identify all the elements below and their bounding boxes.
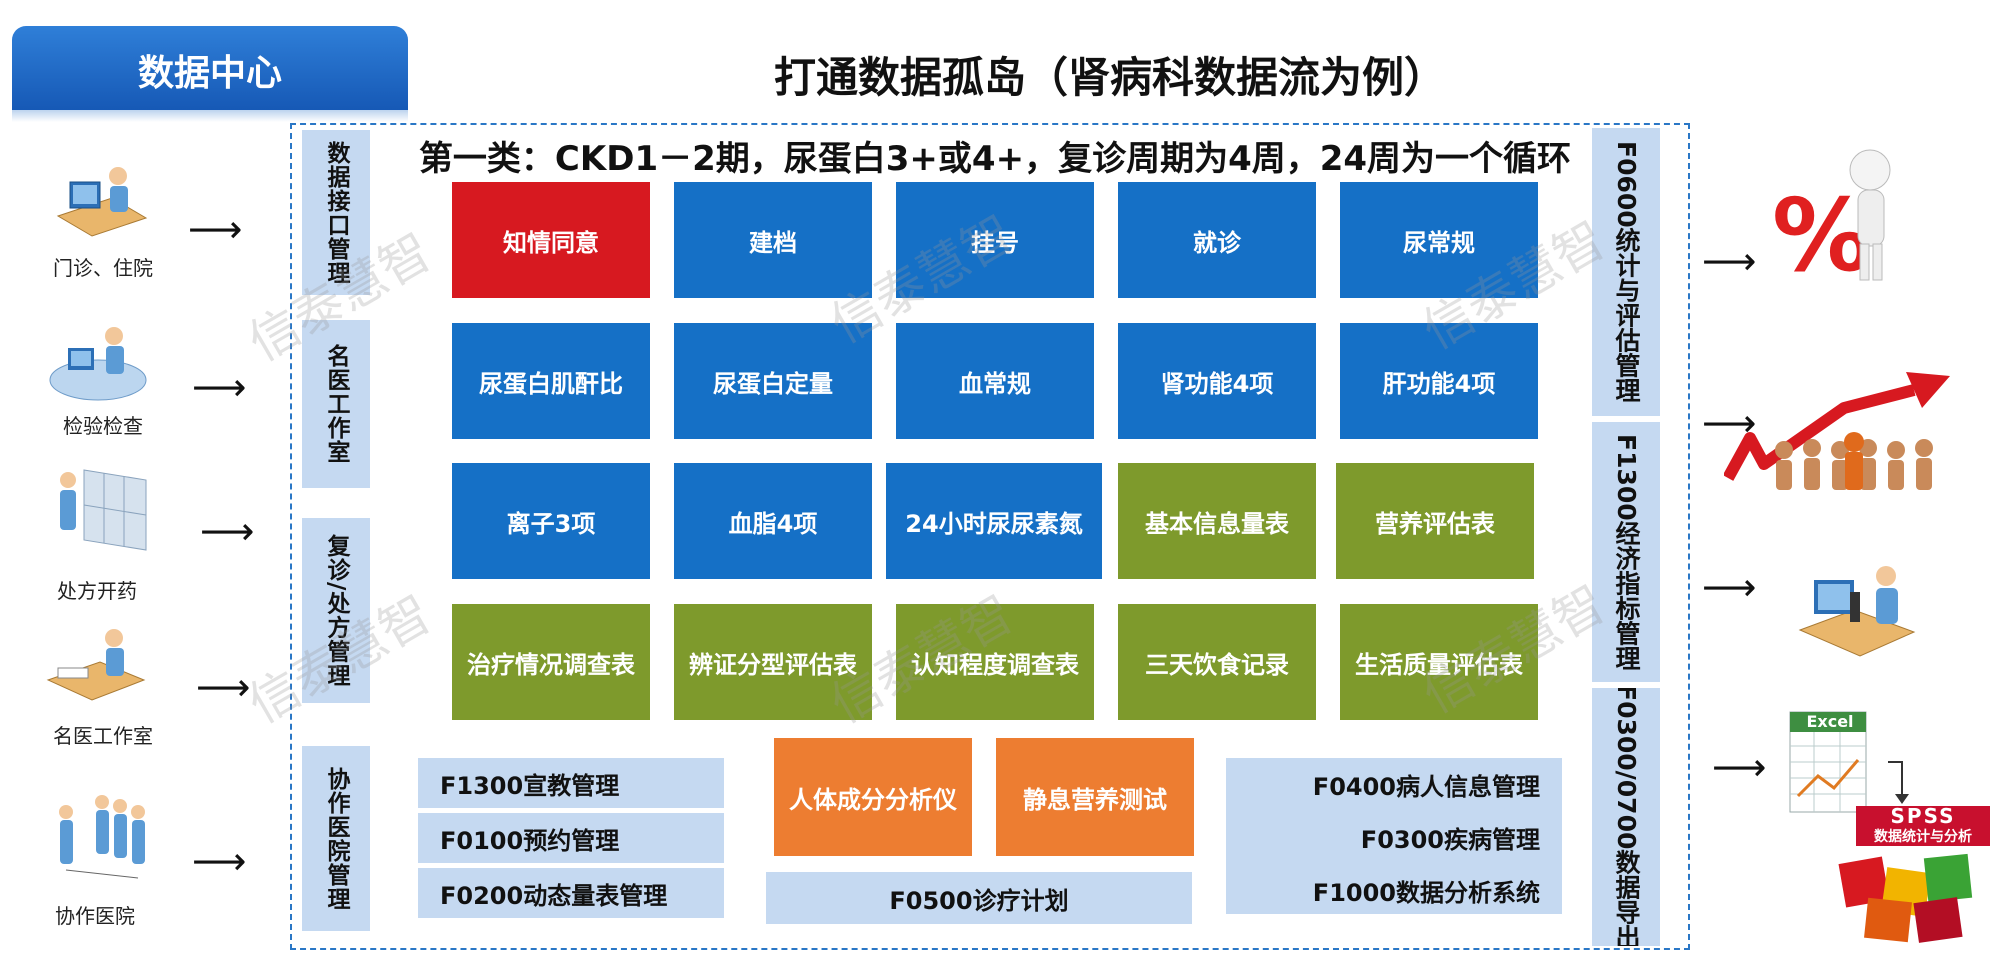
source-label-partner-hospital: 协作医院	[55, 904, 135, 928]
growth-arrow-icon	[1722, 368, 1954, 498]
cell-blood-lipids[interactable]: 血脂4项	[674, 463, 872, 579]
source-label-lab: 检验检查	[63, 414, 143, 438]
excel-icon	[1784, 706, 1876, 818]
percent-figure-icon: %	[1766, 140, 1916, 294]
category-subtitle: 第一类：CKD1－2期，尿蛋白3+或4+，复诊周期为4周，24周为一个循环	[418, 138, 1572, 179]
arrow-right-icon: ⟶	[188, 207, 243, 251]
device-resting-nutrition[interactable]: 静息营养测试	[996, 738, 1194, 856]
cell-urine-protein-creatinine[interactable]: 尿蛋白肌酐比	[452, 323, 650, 439]
module-appointment[interactable]: F0100预约管理	[418, 813, 724, 863]
cell-informed-consent[interactable]: 知情同意	[452, 182, 650, 298]
cell-liver-function[interactable]: 肝功能4项	[1340, 323, 1538, 439]
arrow-right-icon: ⟶	[1702, 565, 1757, 609]
page-title: 打通数据孤岛（肾病科数据流为例）	[773, 52, 1446, 102]
arrow-right-icon: ⟶	[192, 365, 247, 409]
cell-registration[interactable]: 挂号	[896, 182, 1094, 298]
cell-urine-routine[interactable]: 尿常规	[1340, 182, 1538, 298]
computer-user-icon	[52, 158, 152, 244]
label-statistics-evaluation: F0600统计与评估管理	[1592, 128, 1660, 416]
spss-subtitle: 数据统计与分析	[1874, 829, 1972, 845]
cell-kidney-function[interactable]: 肾功能4项	[1118, 323, 1316, 439]
cell-urine-protein-quant[interactable]: 尿蛋白定量	[674, 323, 872, 439]
badge-shadow	[12, 110, 408, 122]
module-treatment-plan[interactable]: F0500诊疗计划	[766, 872, 1192, 924]
excel-label: Excel	[1806, 712, 1854, 731]
pharmacy-cabinet-icon	[50, 460, 152, 560]
label-revisit-prescription: 复诊/处方管理	[302, 518, 370, 703]
cell-nutrition-eval[interactable]: 营养评估表	[1336, 463, 1534, 579]
lab-workstation-icon	[46, 318, 152, 408]
spss-icon	[1836, 800, 1994, 946]
arrow-right-icon: ⟶	[192, 839, 247, 883]
label-famous-doctor: 名医工作室	[302, 320, 370, 488]
arrow-right-icon: ⟶	[200, 509, 255, 553]
cell-quality-of-life[interactable]: 生活质量评估表	[1340, 604, 1538, 720]
module-data-analysis[interactable]: F1000数据分析系统	[1312, 878, 1540, 907]
module-education[interactable]: F1300宣教管理	[418, 758, 724, 808]
data-center-badge: 数据中心	[12, 26, 408, 114]
label-partner-hospital: 协作医院管理	[302, 746, 370, 931]
cell-create-record[interactable]: 建档	[674, 182, 872, 298]
source-label-famous-doctor: 名医工作室	[53, 724, 153, 748]
source-label-prescription: 处方开药	[57, 579, 137, 603]
label-economic-indicators: F1300经济指标管理	[1592, 422, 1660, 682]
cell-blood-routine[interactable]: 血常规	[896, 323, 1094, 439]
device-body-composition[interactable]: 人体成分分析仪	[774, 738, 972, 856]
arrow-right-icon: ⟶	[1702, 239, 1757, 283]
cell-24h-urea[interactable]: 24小时尿尿素氮	[886, 463, 1102, 579]
cell-basic-info-scale[interactable]: 基本信息量表	[1118, 463, 1316, 579]
people-group-icon	[52, 790, 156, 886]
researcher-icon	[1794, 552, 1920, 664]
module-patient-info[interactable]: F0400病人信息管理	[1312, 772, 1540, 801]
arrow-right-icon: ⟶	[196, 665, 251, 709]
cell-cognition-survey[interactable]: 认知程度调查表	[896, 604, 1094, 720]
label-data-export: F0300/0700数据导出	[1592, 688, 1660, 946]
arrow-down-icon	[1886, 760, 1916, 806]
cell-syndrome-eval[interactable]: 辨证分型评估表	[674, 604, 872, 720]
svg-text:%: %	[1772, 177, 1872, 290]
main-frame	[290, 123, 1690, 950]
modules-right-panel	[1226, 758, 1562, 914]
doctor-desk-icon	[44, 622, 150, 712]
cell-consultation[interactable]: 就诊	[1118, 182, 1316, 298]
module-dynamic-scale[interactable]: F0200动态量表管理	[418, 868, 724, 918]
label-data-interface: 数据接口管理	[302, 130, 370, 295]
cell-diet-record[interactable]: 三天饮食记录	[1118, 604, 1316, 720]
module-disease[interactable]: F0300疾病管理	[1360, 825, 1540, 854]
spss-title: SPSS	[1890, 804, 1956, 828]
arrow-right-icon: ⟶	[1712, 745, 1767, 789]
cell-treatment-survey[interactable]: 治疗情况调查表	[452, 604, 650, 720]
source-label-outpatient: 门诊、住院	[53, 256, 153, 280]
cell-ions[interactable]: 离子3项	[452, 463, 650, 579]
